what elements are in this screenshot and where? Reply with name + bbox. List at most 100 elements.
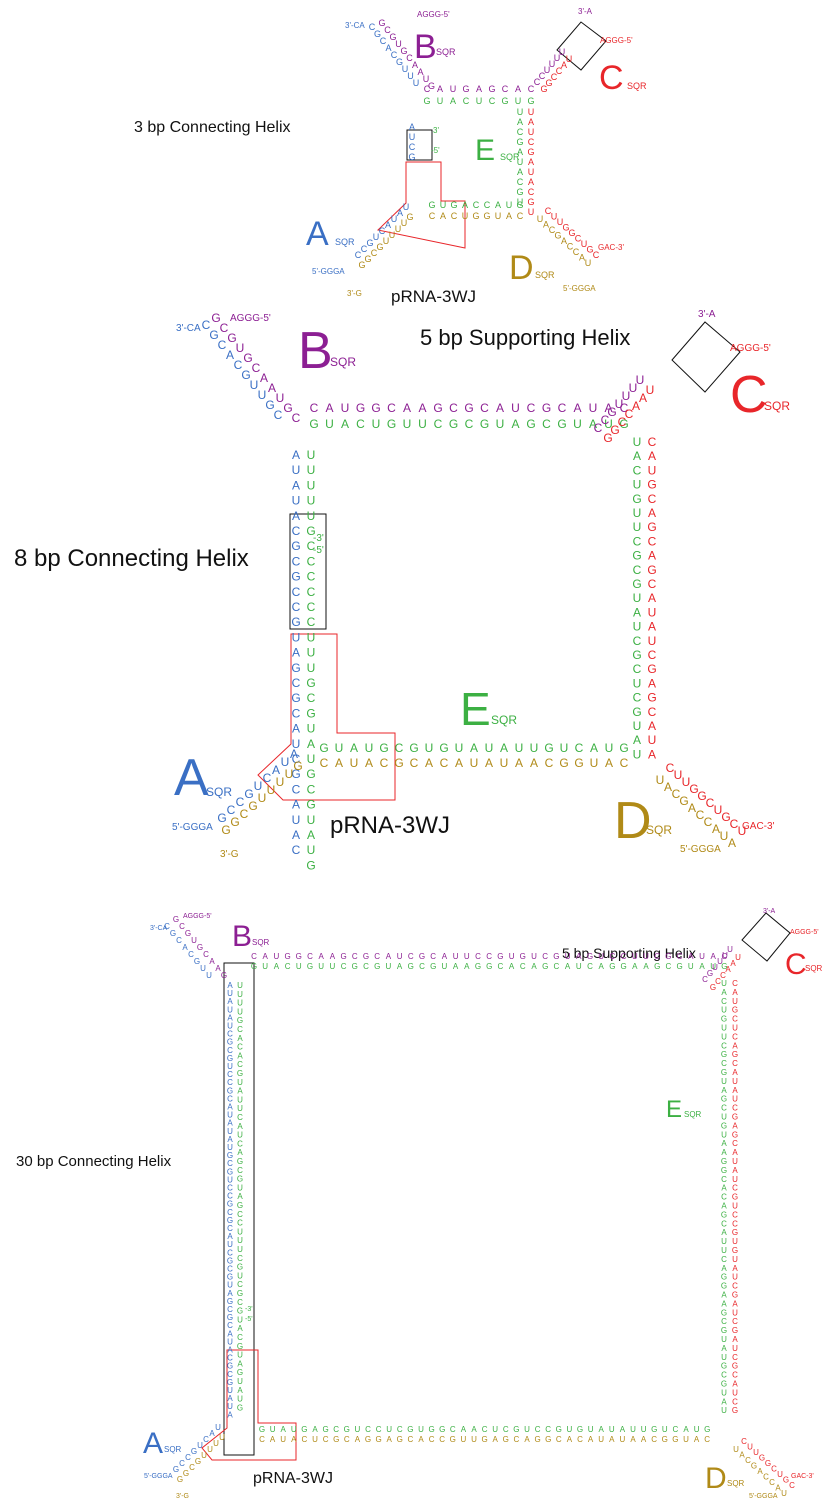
- nucleotide: C: [440, 756, 449, 770]
- nucleotide: C: [410, 756, 419, 770]
- svg-text:SQR: SQR: [500, 152, 520, 162]
- arm-nucleotide: A: [260, 371, 268, 385]
- arm-nucleotide: C: [274, 408, 283, 422]
- nucleotide: C: [227, 1184, 233, 1193]
- nucleotide: C: [558, 401, 567, 415]
- nucleotide: G: [501, 96, 508, 106]
- nucleotide: G: [732, 1193, 738, 1202]
- label-A: A SQR: [174, 749, 232, 807]
- nucleotide: G: [371, 401, 380, 415]
- svg-text:SQR: SQR: [764, 399, 790, 413]
- nucleotide: U: [531, 952, 537, 961]
- nucleotide: A: [648, 747, 656, 761]
- nucleotide: G: [516, 187, 523, 197]
- nucleotide: C: [237, 1298, 243, 1307]
- arm-nucleotide: U: [559, 47, 566, 57]
- svg-text:A: A: [306, 215, 329, 253]
- nucleotide: G: [322, 1425, 328, 1434]
- nucleotide: A: [732, 988, 738, 997]
- nucleotide: A: [312, 1425, 318, 1434]
- nucleotide: C: [439, 1435, 445, 1444]
- nucleotide: C: [424, 84, 431, 94]
- nucleotide: C: [732, 1210, 738, 1219]
- nucleotide: U: [470, 756, 479, 770]
- arm-nucleotide: U: [585, 258, 592, 268]
- arm-nucleotide: C: [672, 787, 681, 801]
- nucleotide: C: [514, 1435, 520, 1444]
- nucleotide: G: [526, 417, 535, 431]
- nucleotide: C: [545, 756, 554, 770]
- nucleotide: A: [227, 1346, 233, 1355]
- svg-text:B: B: [414, 28, 437, 66]
- arm-nucleotide: C: [594, 421, 603, 435]
- nucleotide: U: [227, 1111, 233, 1120]
- nucleotide: A: [517, 117, 523, 127]
- nucleotide: G: [439, 741, 448, 755]
- nucleotide: A: [506, 211, 512, 221]
- nucleotide: C: [227, 1321, 233, 1330]
- arm-nucleotide: U: [250, 378, 259, 392]
- nucleotide: C: [482, 1425, 488, 1434]
- arm-nucleotide: U: [551, 212, 558, 222]
- nucleotide: U: [335, 741, 344, 755]
- nucleotide: C: [352, 952, 358, 961]
- nucleotide: U: [237, 1131, 243, 1140]
- nucleotide: G: [394, 756, 403, 770]
- nucleotide: G: [450, 200, 457, 210]
- nucleotide: C: [237, 1025, 243, 1034]
- svg-text:B: B: [298, 322, 333, 380]
- nucleotide: C: [673, 1425, 679, 1434]
- nucleotide: G: [237, 1201, 243, 1210]
- nucleotide: G: [344, 1425, 350, 1434]
- arm-nucleotide: G: [194, 957, 200, 966]
- nucleotide: C: [227, 1354, 233, 1363]
- svg-text:SQR: SQR: [206, 785, 232, 799]
- nucleotide: C: [408, 952, 414, 961]
- arm-nucleotide: U: [401, 218, 408, 228]
- svg-text:SQR: SQR: [491, 713, 517, 727]
- nucleotide: U: [442, 962, 448, 971]
- nucleotide: C: [227, 1208, 233, 1217]
- nucleotide: G: [732, 1246, 738, 1255]
- panel-3bp: 3 bp Connecting Helix pRNA-3WJ A SQR B S…: [134, 7, 647, 306]
- nucleotide: U: [721, 1246, 727, 1255]
- nucleotide: A: [263, 952, 269, 961]
- arm-nucleotide: C: [220, 321, 229, 335]
- nucleotide: A: [732, 1041, 738, 1050]
- arm-nucleotide: C: [203, 950, 209, 959]
- nucleotide: C: [732, 1219, 738, 1228]
- nucleotide: U: [355, 1425, 361, 1434]
- arm-nucleotide: G: [374, 29, 381, 39]
- nucleotide: U: [560, 741, 569, 755]
- nucleotide: U: [732, 997, 738, 1006]
- nucleotide: U: [237, 1236, 243, 1245]
- connecting-helix-box: [223, 962, 255, 1456]
- nucleotide: U: [227, 1281, 233, 1290]
- arm-nucleotide: U: [714, 803, 723, 817]
- nucleotide: C: [292, 600, 301, 614]
- arm-nucleotide: U: [720, 829, 729, 843]
- nucleotide: C: [292, 706, 301, 720]
- nucleotide: U: [662, 1425, 668, 1434]
- nucleotide: A: [292, 646, 300, 660]
- nucleotide: G: [237, 1157, 243, 1166]
- svg-text:D: D: [705, 1462, 727, 1495]
- nucleotide: A: [440, 211, 446, 221]
- sequence-connecting-right: UUUUGCACACGUAUUCAUCAGCGUAGCCUUUCGUCGCGUA…: [237, 981, 243, 1412]
- nucleotide: C: [320, 756, 329, 770]
- nucleotide: C: [285, 962, 291, 971]
- nucleotide: A: [227, 1103, 233, 1112]
- nucleotide: A: [292, 828, 300, 842]
- nucleotide: G: [647, 662, 656, 676]
- end-C5: AGGG-5': [600, 36, 633, 45]
- nucleotide: A: [387, 1435, 393, 1444]
- nucleotide: U: [341, 401, 350, 415]
- arm-nucleotide: A: [272, 763, 280, 777]
- arm-nucleotide: U: [254, 779, 263, 793]
- nucleotide: A: [450, 96, 456, 106]
- nucleotide: C: [732, 1282, 738, 1291]
- supporting-helix-box: [741, 912, 791, 962]
- nucleotide: U: [500, 756, 509, 770]
- arm-nucleotide: G: [197, 943, 203, 952]
